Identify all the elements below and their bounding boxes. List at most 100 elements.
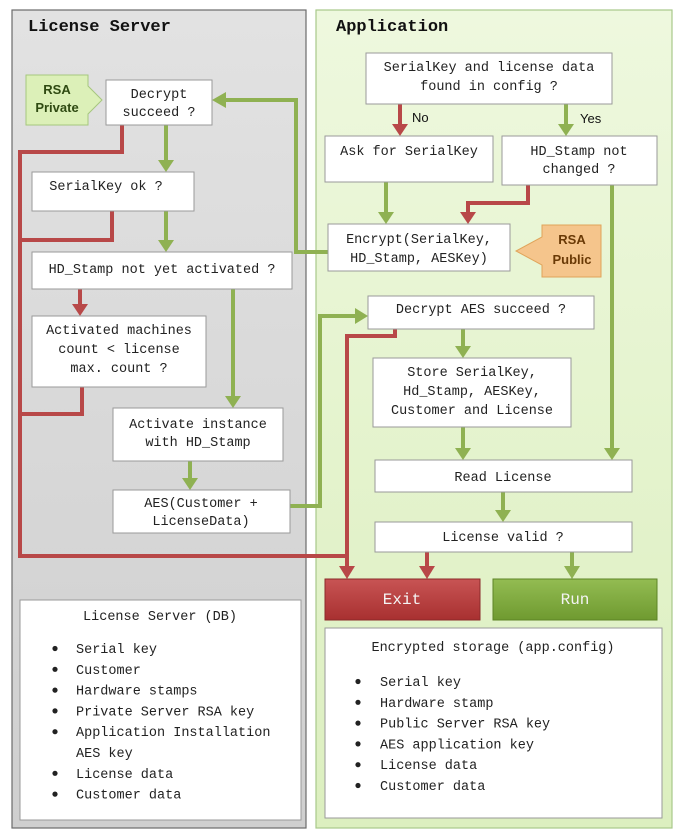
arrow-hd-changed-to-encrypt (466, 185, 530, 214)
storage-title: Encrypted storage (app.config) (371, 641, 614, 656)
node-ask-serialkey: Ask for SerialKey (324, 135, 494, 183)
exit-button[interactable]: Exit (324, 578, 481, 621)
node-text: changed ? (543, 163, 616, 178)
run-label: Run (561, 591, 590, 609)
fail-line-decrypt-aes (345, 329, 397, 556)
list-item: Hardware stamp (380, 697, 493, 712)
arrowhead (495, 510, 511, 522)
arrowhead (455, 448, 471, 460)
arrowhead (212, 92, 226, 108)
fail-line-activated-count (20, 387, 84, 416)
arrowhead (158, 160, 174, 172)
node-text: Read License (454, 471, 551, 486)
fail-line-serialkey (20, 211, 114, 242)
arrowhead (339, 566, 355, 579)
node-text: Encrypt(SerialKey, (346, 233, 492, 248)
node-activate-instance: Activate instance with HD_Stamp (112, 407, 284, 462)
rsa-private-line1: RSA (43, 82, 71, 97)
node-text: max. count ? (70, 362, 167, 377)
node-text: Store SerialKey, (407, 366, 537, 381)
fail-line-decrypt (18, 125, 349, 568)
node-text: Hd_Stamp, AESKey, (403, 385, 541, 400)
arrowhead (182, 478, 198, 490)
bullet-icon (355, 699, 361, 705)
node-decrypt-aes: Decrypt AES succeed ? (367, 295, 595, 330)
rsa-private-key: RSA Private (25, 74, 103, 126)
arrow-encrypt-to-decrypt (224, 98, 328, 254)
arrowhead (225, 396, 241, 408)
node-text: License valid ? (442, 531, 564, 546)
arrowhead (558, 124, 574, 136)
list-item: Hardware stamps (76, 685, 198, 700)
bullet-icon (355, 782, 361, 789)
node-text: Activated machines (46, 324, 192, 339)
node-text: HD_Stamp, AESKey) (350, 252, 488, 267)
rsa-public-line1: RSA (558, 232, 586, 247)
node-activated-count: Activated machines count < license max. … (31, 315, 207, 388)
node-text: Customer and License (391, 404, 553, 419)
node-hd-not-activated: HD_Stamp not yet activated ? (31, 251, 293, 290)
edge-label-no: No (412, 110, 429, 125)
node-text: Ask for SerialKey (340, 145, 478, 160)
list-item: AES key (76, 747, 133, 762)
list-item: Serial key (380, 676, 461, 691)
arrowhead (392, 124, 408, 136)
node-read-license: Read License (374, 459, 633, 493)
rsa-public-line2: Public (552, 252, 591, 267)
bullet-icon (52, 729, 58, 735)
bullet-icon (355, 741, 361, 747)
list-item: Customer (76, 664, 141, 679)
node-encrypt: Encrypt(SerialKey, HD_Stamp, AESKey) (327, 223, 511, 272)
node-aes-customer: AES(Customer + LicenseData) (112, 489, 291, 534)
node-text: with HD_Stamp (145, 436, 250, 451)
bullet-icon (52, 791, 58, 797)
arrowhead (455, 346, 471, 358)
list-item: AES application key (380, 738, 534, 753)
node-license-valid: License valid ? (374, 521, 633, 553)
node-text: SerialKey ok ? (49, 180, 162, 195)
arrowhead (604, 448, 620, 460)
bullet-icon (52, 687, 58, 693)
list-item: Customer data (76, 789, 181, 804)
list-item: License data (76, 768, 173, 783)
node-text: Decrypt (131, 88, 188, 103)
arrowhead (419, 566, 435, 579)
arrow-aes-to-decrypt-aes (290, 314, 357, 508)
node-text: SerialKey and license data (384, 61, 595, 76)
list-item: Public Server RSA key (380, 718, 550, 733)
node-text: count < license (58, 343, 180, 358)
rsa-private-line2: Private (35, 100, 78, 115)
node-serialkey-ok: SerialKey ok ? (31, 171, 195, 212)
node-text: Activate instance (129, 418, 267, 433)
node-text: Decrypt AES succeed ? (396, 303, 566, 318)
encrypted-storage-box: Encrypted storage (app.config) Serial ke… (324, 627, 663, 819)
db-title: License Server (DB) (83, 610, 237, 625)
run-button[interactable]: Run (492, 578, 658, 621)
list-item: Serial key (76, 643, 157, 658)
list-item: Customer data (380, 780, 485, 795)
node-hd-not-changed: HD_Stamp not changed ? (501, 135, 658, 186)
arrowhead (158, 240, 174, 252)
node-found-in-config: SerialKey and license data found in conf… (365, 52, 613, 105)
node-store: Store SerialKey, Hd_Stamp, AESKey, Custo… (372, 357, 572, 428)
license-server-title: License Server (28, 18, 171, 37)
arrowhead (564, 566, 580, 579)
arrowhead (72, 304, 88, 316)
edge-label-yes: Yes (580, 111, 602, 126)
bullet-icon (355, 678, 361, 685)
node-text: AES(Customer + (144, 497, 257, 512)
bullet-icon (355, 762, 361, 768)
node-decrypt-succeed: Decrypt succeed ? (105, 79, 213, 126)
connectors (18, 92, 620, 579)
bullet-icon (355, 720, 361, 726)
arrowhead (460, 212, 476, 224)
node-text: succeed ? (123, 106, 196, 121)
arrowhead (355, 308, 368, 324)
list-item: License data (380, 759, 477, 774)
list-item: Application Installation (76, 726, 270, 741)
node-text: HD_Stamp not (530, 145, 627, 160)
